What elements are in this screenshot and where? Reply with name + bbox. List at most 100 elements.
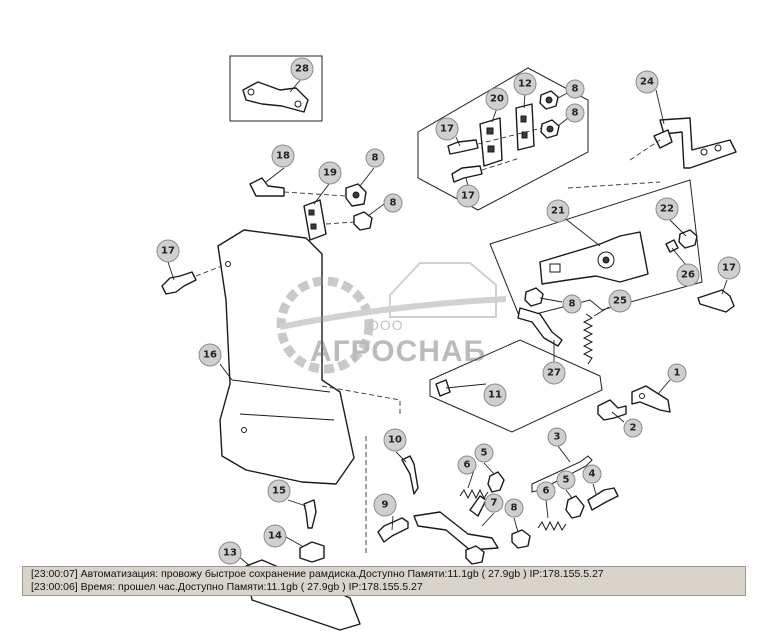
svg-text:20: 20: [490, 94, 504, 105]
svg-text:10: 10: [388, 435, 402, 446]
svg-text:17: 17: [161, 246, 175, 257]
svg-text:24: 24: [640, 77, 654, 88]
callout-16: 16: [198, 343, 222, 367]
part-8-nut-lower-a: [511, 529, 531, 549]
callout-8-a: 8: [565, 79, 585, 99]
svg-text:12: 12: [518, 79, 532, 90]
callout-15: 15: [267, 479, 291, 503]
leader-19: [313, 183, 330, 205]
callout-12: 12: [513, 72, 537, 96]
callout-6-a: 6: [457, 455, 477, 475]
leader-22: [669, 219, 687, 237]
leader-10: [395, 451, 407, 463]
part-17-bolt-right: [697, 289, 735, 313]
part-16-crease: [239, 413, 335, 421]
part-1-clamp: [631, 385, 671, 413]
part-26-washer: [665, 239, 679, 253]
leader-8f: [513, 517, 519, 533]
assembly-line: [481, 157, 521, 171]
svg-text:8: 8: [572, 108, 579, 119]
svg-text:6: 6: [543, 486, 550, 497]
svg-text:8: 8: [390, 198, 397, 209]
part-16-crease: [231, 379, 331, 393]
part-24-bracket: [659, 117, 737, 169]
callout-17-b: 17: [456, 184, 480, 208]
leader-25: [593, 306, 610, 317]
part-19-hole: [310, 223, 317, 230]
part-2-bolt: [597, 399, 627, 421]
callout-22: 22: [655, 197, 679, 221]
part-12-plate: [515, 103, 535, 151]
callout-5-b: 5: [556, 470, 576, 490]
assembly-line: [321, 385, 401, 416]
leader-26: [671, 247, 687, 266]
callout-4: 4: [582, 464, 602, 484]
svg-text:17: 17: [440, 124, 454, 135]
leader-27: [289, 77, 303, 93]
part-17-bolt-upper: [447, 139, 479, 155]
callout-27: 28: [290, 57, 314, 81]
leader-5b: [565, 489, 573, 499]
callout-28: 27: [542, 361, 566, 385]
leader-16: [219, 363, 233, 381]
svg-text:11: 11: [488, 390, 502, 401]
assembly-line: [325, 221, 355, 225]
part-17-bolt-lower: [451, 165, 483, 183]
callout-20: 20: [485, 87, 509, 111]
part-17-bolt-left: [161, 271, 197, 295]
leader-17c: [721, 279, 728, 295]
part-16-hole: [241, 427, 247, 433]
svg-text:16: 16: [203, 350, 217, 361]
callout-6-b: 6: [536, 481, 556, 501]
part-12-hole: [520, 115, 527, 123]
assembly-line: [283, 191, 347, 197]
svg-text:4: 4: [589, 469, 596, 480]
part-16-hole: [225, 261, 231, 267]
callout-13: 13: [218, 541, 242, 565]
part-24-hole: [714, 144, 722, 152]
part-8-nut-left-low: [353, 211, 373, 231]
svg-text:26: 26: [681, 270, 695, 281]
callout-17-c: 17: [717, 256, 741, 280]
svg-text:17: 17: [461, 191, 475, 202]
part-24-stud: [653, 129, 673, 149]
svg-text:8: 8: [372, 153, 379, 164]
callout-10: 10: [383, 428, 407, 452]
upper-group-frame: [417, 67, 589, 211]
part-21-bracket: [539, 231, 649, 285]
leader-14: [285, 536, 303, 547]
svg-text:14: 14: [268, 531, 282, 542]
leader-4: [592, 483, 597, 495]
log-panel: [23:00:07] Автоматизация: провожу быстро…: [22, 566, 746, 596]
callout-1: 1: [667, 363, 687, 383]
svg-text:5: 5: [481, 448, 488, 459]
part-4-bolt: [587, 487, 619, 511]
part-20-hole: [486, 127, 494, 135]
callout-17-a: 17: [435, 117, 459, 141]
part-8-nut-lower-b: [465, 545, 485, 565]
part-1-hole: [639, 393, 645, 399]
log-line: [23:00:06] Время: прошел час.Доступно Па…: [31, 581, 423, 593]
part-20-plate: [479, 117, 503, 167]
part-9-pin: [377, 517, 409, 543]
svg-text:5: 5: [563, 475, 570, 486]
leader-21: [566, 219, 601, 247]
nut-hole: [546, 125, 554, 133]
part-8-nut-21: [524, 287, 544, 307]
svg-text:8: 8: [511, 503, 518, 514]
callout-9: 9: [373, 493, 397, 517]
svg-text:6: 6: [464, 460, 471, 471]
log-line: [23:00:07] Автоматизация: провожу быстро…: [31, 568, 604, 580]
assembly-line: [195, 265, 223, 277]
part-6-spring-upper: [459, 488, 489, 500]
svg-text:17: 17: [722, 263, 736, 274]
leader-2: [611, 411, 625, 423]
callout-3: 3: [547, 427, 567, 447]
svg-text:3: 3: [554, 432, 561, 443]
part-28-lever: [517, 307, 563, 347]
part-19-plate: [303, 199, 327, 241]
part-20-hole: [487, 145, 495, 153]
part-7-linkage: [413, 511, 499, 551]
leader-7: [481, 512, 495, 527]
